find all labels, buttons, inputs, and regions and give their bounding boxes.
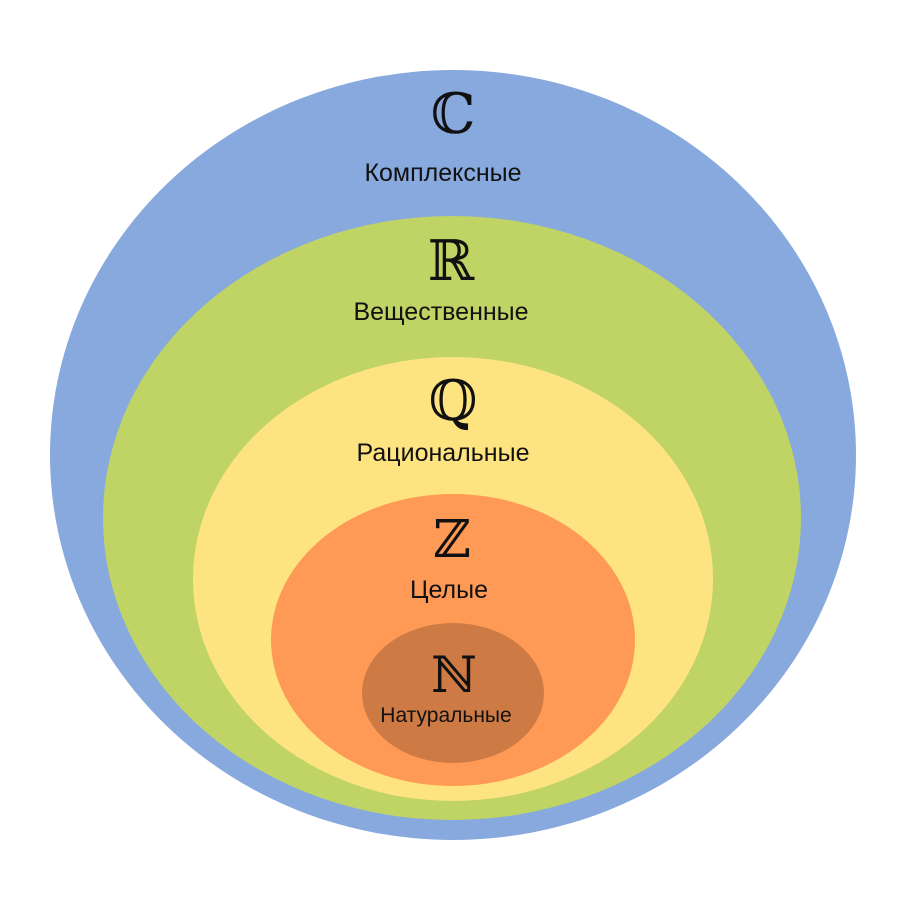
set-natural-ellipse (362, 623, 544, 763)
set-complex-symbol: ℂ (431, 82, 476, 147)
set-natural-label: Натуральные (380, 704, 511, 727)
set-rational-label: Рациональные (357, 439, 530, 467)
set-real-label: Вещественные (353, 298, 528, 326)
set-integer-symbol: ℤ (433, 510, 471, 570)
set-natural-symbol: ℕ (431, 646, 477, 704)
set-complex-label: Комплексные (364, 159, 521, 187)
set-integer-label: Целые (410, 576, 488, 604)
set-rational-symbol: ℚ (429, 369, 478, 434)
set-real-symbol: ℝ (428, 229, 476, 294)
